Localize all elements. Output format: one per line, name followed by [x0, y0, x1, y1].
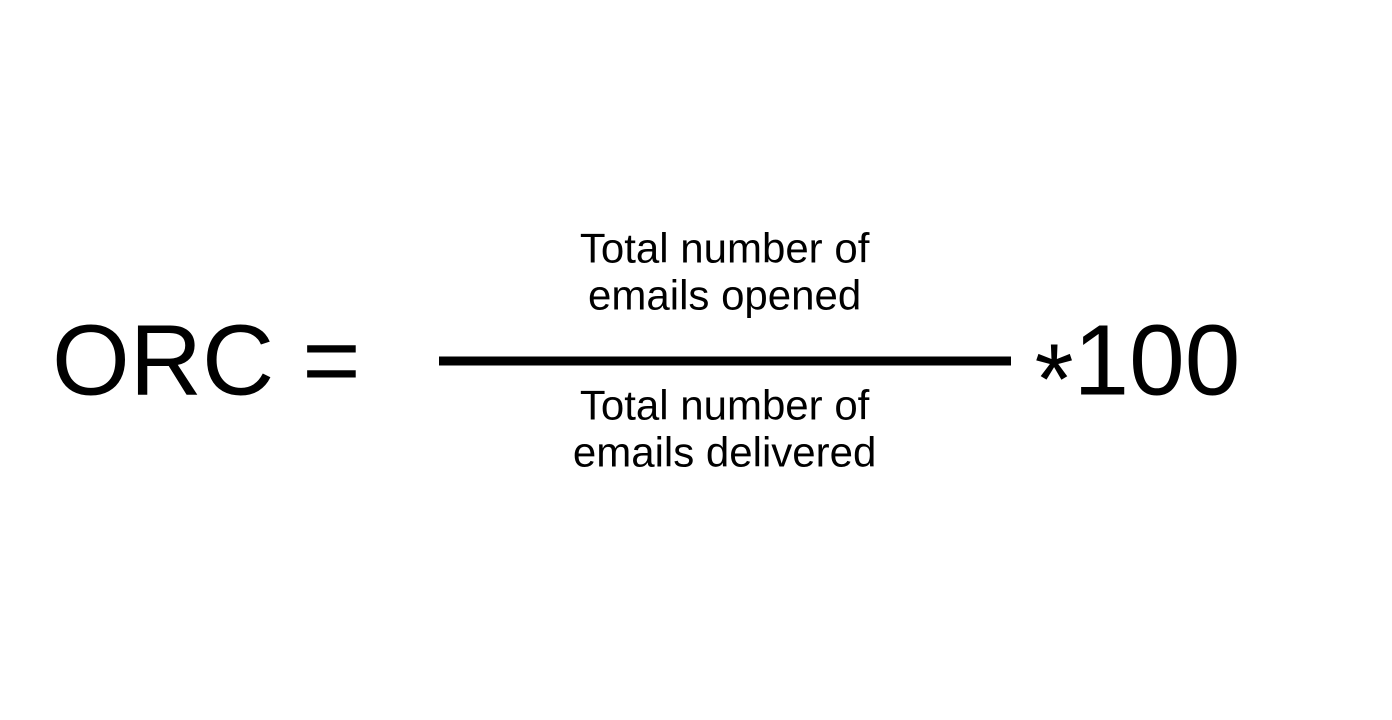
denominator-line-1: Total number of	[579, 381, 870, 429]
multiplier-value: 100	[1073, 304, 1241, 416]
numerator-line-2: emails opened	[588, 271, 862, 319]
fraction-bar	[438, 356, 1011, 366]
formula-lhs: ORC=	[52, 310, 361, 410]
multiply-asterisk: *	[1034, 323, 1074, 435]
orc-formula: ORC= Total number of emails opened Total…	[52, 225, 1241, 486]
fraction: Total number of emails opened Total numb…	[438, 225, 1011, 476]
multiplier: *100	[1035, 310, 1241, 429]
denominator-line-2: emails delivered	[572, 428, 877, 476]
metric-abbreviation: ORC	[52, 304, 275, 416]
numerator: Total number of emails opened	[580, 225, 870, 319]
numerator-line-1: Total number of	[579, 224, 870, 272]
equals-sign: =	[302, 304, 361, 416]
denominator: Total number of emails delivered	[573, 382, 876, 476]
